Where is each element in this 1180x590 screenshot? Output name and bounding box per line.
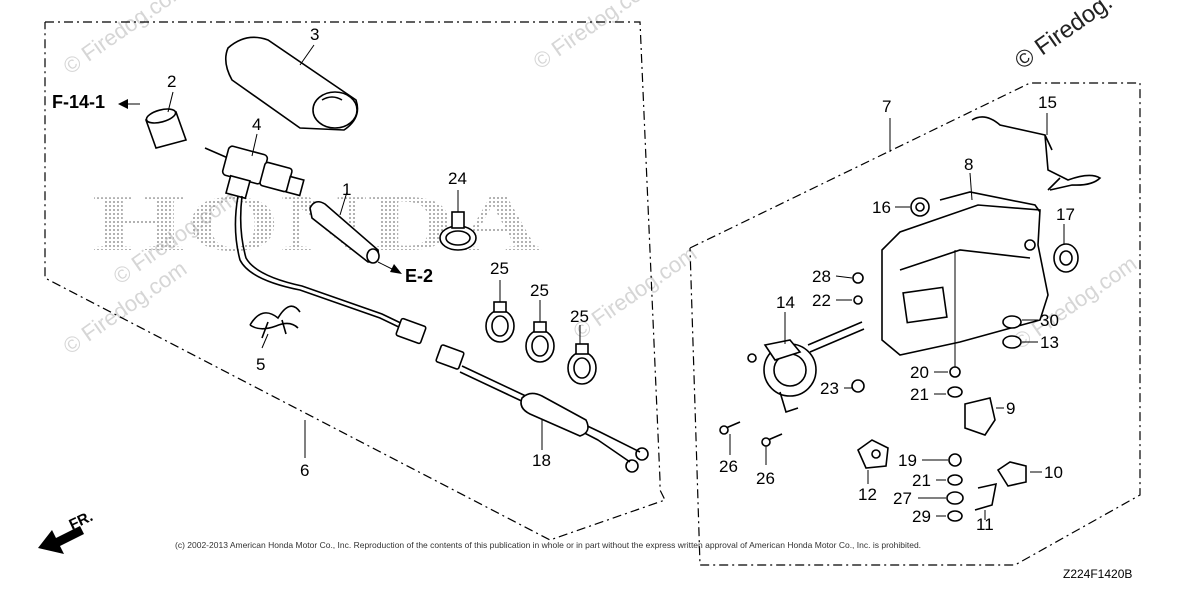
arrow-left-icon — [118, 99, 140, 109]
callout-16: 16 — [872, 198, 891, 217]
part-4-sensor — [204, 145, 305, 200]
part-21-washer — [947, 386, 963, 398]
front-direction-arrow-icon — [38, 526, 84, 554]
callout-12: 12 — [858, 485, 877, 504]
watermark-text: © Firedog.com — [529, 0, 662, 74]
callout-29: 29 — [912, 507, 931, 526]
reference-f-14-1: F-14-1 — [52, 92, 105, 112]
part-13-nut — [1002, 335, 1022, 349]
callout-13: 13 — [1040, 333, 1059, 352]
part-6-harness — [234, 195, 427, 345]
callout-11: 11 — [976, 515, 994, 534]
part-28-nut — [852, 272, 864, 284]
brand-watermark: HONDA — [92, 180, 542, 268]
part-9-lever — [964, 397, 996, 436]
part-20-nut — [949, 366, 961, 378]
part-22-washer — [853, 295, 863, 305]
callout-10: 10 — [1044, 463, 1063, 482]
part-17-grommet — [1053, 243, 1079, 273]
copyright-notice: (c) 2002-2013 American Honda Motor Co., … — [175, 540, 921, 550]
callout-26: 26 — [756, 469, 775, 488]
watermark-main: © Firedog. — [1010, 0, 1118, 75]
callout-5: 5 — [256, 355, 265, 374]
callout-19: 19 — [898, 451, 917, 470]
part-18-harness — [435, 344, 649, 473]
direction-label: FR. — [67, 508, 96, 534]
part-5-clip — [249, 305, 301, 339]
callout-27: 27 — [893, 489, 912, 508]
callout-23: 23 — [820, 379, 839, 398]
callout-28: 28 — [812, 267, 831, 286]
part-11-rod — [974, 482, 998, 511]
part-1-tube — [309, 200, 380, 264]
callout-17: 17 — [1056, 205, 1075, 224]
part-26-bolt — [719, 421, 741, 435]
part-14-assembly — [747, 321, 865, 414]
part-30-washer — [1002, 315, 1022, 329]
part-24-clamp — [439, 211, 477, 251]
arrow-right-icon — [377, 261, 402, 274]
callout-26: 26 — [719, 457, 738, 476]
part-23-nut — [851, 379, 865, 393]
callout-8: 8 — [964, 155, 973, 174]
part-19-nut — [948, 453, 962, 467]
callout-25: 25 — [490, 259, 509, 278]
part-16-bushing — [910, 197, 930, 217]
callout-1: 1 — [342, 180, 351, 199]
callout-9: 9 — [1006, 399, 1015, 418]
callout-14: 14 — [776, 293, 795, 312]
watermark-text: © Firedog.com — [569, 241, 702, 344]
part-2-collar — [144, 108, 188, 149]
callout-21: 21 — [912, 471, 931, 490]
callout-20: 20 — [910, 363, 929, 382]
callout-6: 6 — [300, 461, 309, 480]
callout-2: 2 — [167, 72, 176, 91]
part-12-holder — [857, 439, 889, 469]
callout-22: 22 — [812, 291, 831, 310]
part-3-sleeve — [224, 36, 359, 131]
callout-3: 3 — [310, 25, 319, 44]
part-21-washer — [947, 474, 963, 486]
callout-7: 7 — [882, 97, 891, 116]
callout-18: 18 — [532, 451, 551, 470]
part-10-joint — [996, 461, 1027, 487]
part-15-spring — [971, 116, 1102, 191]
callout-30: 30 — [1040, 311, 1059, 330]
part-25-clamp — [567, 343, 597, 385]
callout-21: 21 — [910, 385, 929, 404]
watermark-text: © Firedog.com — [59, 0, 192, 79]
callout-15: 15 — [1038, 93, 1057, 112]
right-group-frame — [689, 82, 1141, 566]
part-29-clip — [947, 510, 963, 522]
diagram-code: Z224F1420B — [1063, 567, 1132, 581]
part-27-washer — [946, 491, 964, 505]
part-26-bolt — [761, 433, 783, 447]
callout-25: 25 — [570, 307, 589, 326]
callout-24: 24 — [448, 169, 467, 188]
callout-4: 4 — [252, 115, 261, 134]
part-25-clamp — [485, 301, 515, 343]
left-group-frame — [44, 21, 666, 541]
reference-e-2: E-2 — [405, 266, 433, 286]
callout-25: 25 — [530, 281, 549, 300]
part-25-clamp — [525, 321, 555, 363]
